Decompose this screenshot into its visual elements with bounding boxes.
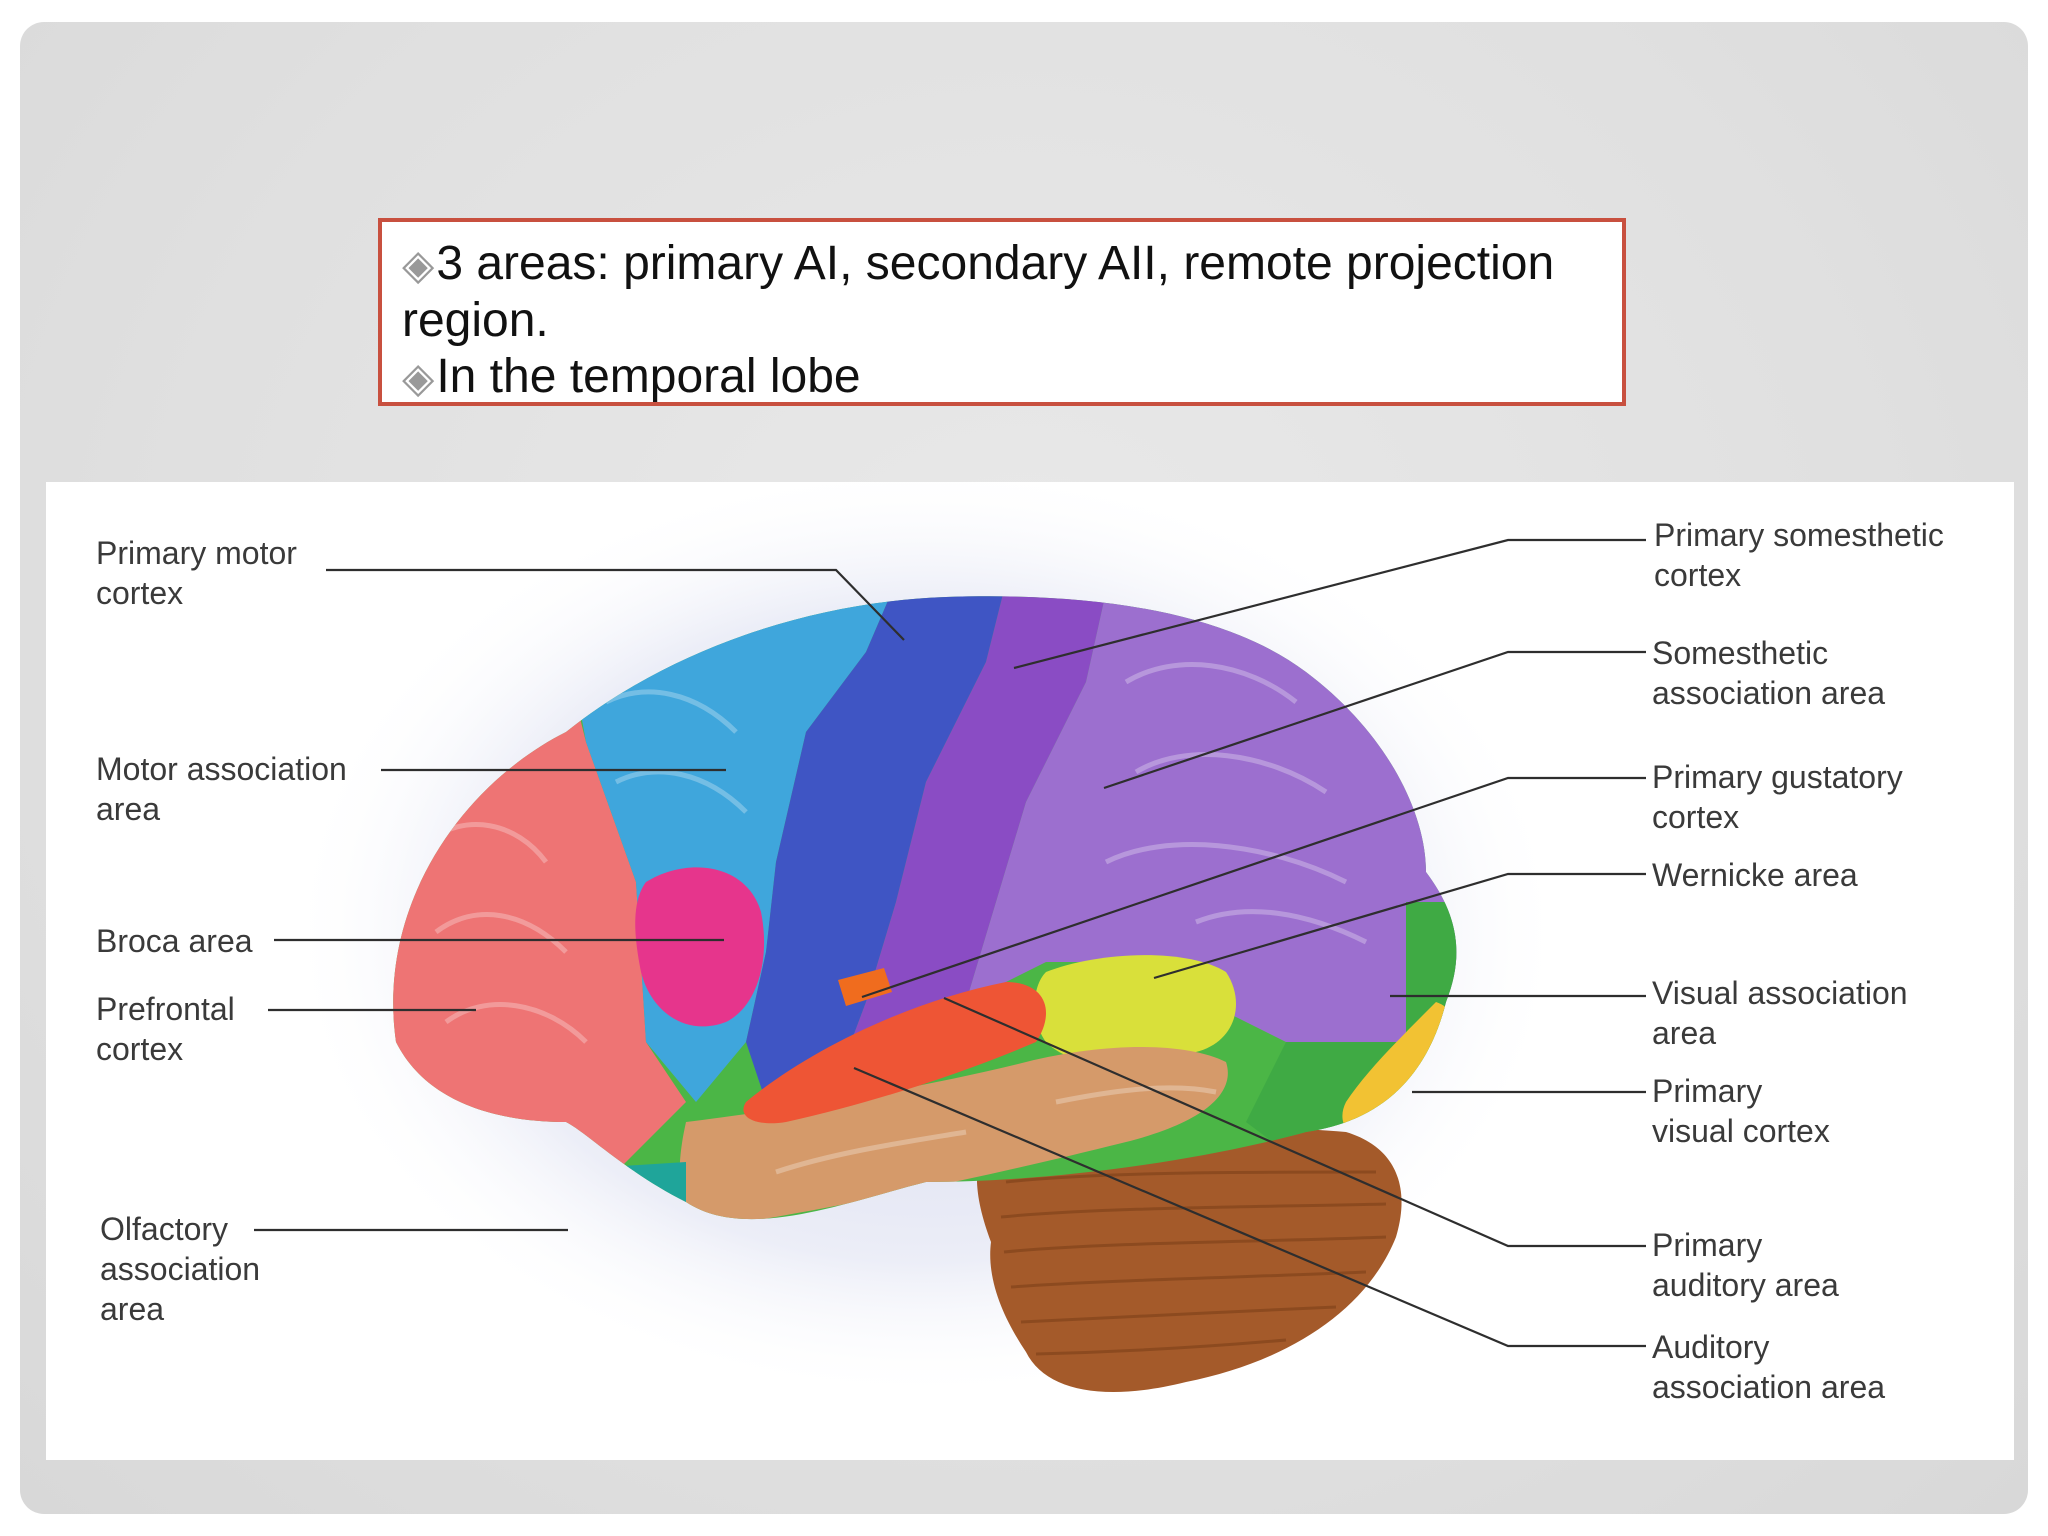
region-cerebellum	[976, 1125, 1402, 1392]
label-primary-visual-cortex-line2: visual cortex	[1652, 1113, 1830, 1149]
diamond-bullet-icon: ◈	[402, 241, 435, 288]
bullet-item: ◈3 areas: primary AI, secondary AII, rem…	[402, 236, 1604, 349]
bullet-item: ◈In the temporal lobe	[402, 349, 1604, 406]
label-motor-association-area: Motor association	[96, 751, 347, 787]
label-primary-motor-cortex-line2: cortex	[96, 575, 183, 611]
region-auditory-association	[679, 1047, 1228, 1220]
label-primary-somesthetic-cortex: Primary somesthetic	[1654, 517, 1944, 553]
label-wernicke-area: Wernicke area	[1652, 857, 1858, 893]
label-visual-association-area: Visual association	[1652, 975, 1908, 1011]
bullet-text: 3 areas: primary AI, secondary AII, remo…	[402, 237, 1555, 347]
brain-diagram-svg: Primary motor cortex Motor association a…	[96, 482, 1944, 1405]
label-broca-area: Broca area	[96, 923, 253, 959]
label-olfactory-association-area-line2: association	[100, 1251, 260, 1287]
region-broca	[635, 867, 765, 1027]
region-wernicke	[1034, 955, 1236, 1064]
bullet-textbox: ◈3 areas: primary AI, secondary AII, rem…	[378, 218, 1626, 406]
label-primary-motor-cortex: Primary motor	[96, 535, 297, 571]
label-primary-auditory-area-line2: auditory area	[1652, 1267, 1839, 1303]
cerebellum-folia	[1000, 1170, 1387, 1356]
slide: ◈3 areas: primary AI, secondary AII, rem…	[20, 22, 2028, 1514]
label-olfactory-association-area: Olfactory	[100, 1211, 228, 1247]
label-visual-association-area-line2: area	[1652, 1015, 1716, 1051]
label-primary-auditory-area: Primary	[1652, 1227, 1762, 1263]
label-primary-gustatory-cortex: Primary gustatory	[1652, 759, 1903, 795]
label-auditory-association-area-line2: association area	[1652, 1369, 1885, 1405]
label-somesthetic-association-area-line2: association area	[1652, 675, 1885, 711]
label-motor-association-area-line2: area	[96, 791, 160, 827]
region-primary-motor	[746, 596, 1006, 1102]
label-prefrontal-cortex: Prefrontal	[96, 991, 235, 1027]
right-labels: Primary somesthetic cortex Somesthetic a…	[1652, 517, 1944, 1405]
label-primary-somesthetic-cortex-line2: cortex	[1654, 557, 1741, 593]
label-somesthetic-association-area: Somesthetic	[1652, 635, 1828, 671]
diamond-bullet-icon: ◈	[402, 354, 435, 401]
brain-diagram: Primary motor cortex Motor association a…	[46, 482, 2014, 1460]
label-auditory-association-area: Auditory	[1652, 1329, 1769, 1365]
region-primary-auditory	[743, 982, 1046, 1124]
region-somesthetic-association	[966, 596, 1457, 1042]
left-labels: Primary motor cortex Motor association a…	[96, 535, 347, 1327]
region-primary-somesthetic	[836, 596, 1106, 1082]
leader-lines	[254, 538, 1646, 1348]
label-primary-gustatory-cortex-line2: cortex	[1652, 799, 1739, 835]
bullet-text: In the temporal lobe	[436, 350, 861, 403]
label-primary-visual-cortex: Primary	[1652, 1073, 1762, 1109]
region-primary-gustatory	[838, 968, 892, 1006]
label-prefrontal-cortex-line2: cortex	[96, 1031, 183, 1067]
label-olfactory-association-area-line3: area	[100, 1291, 164, 1327]
